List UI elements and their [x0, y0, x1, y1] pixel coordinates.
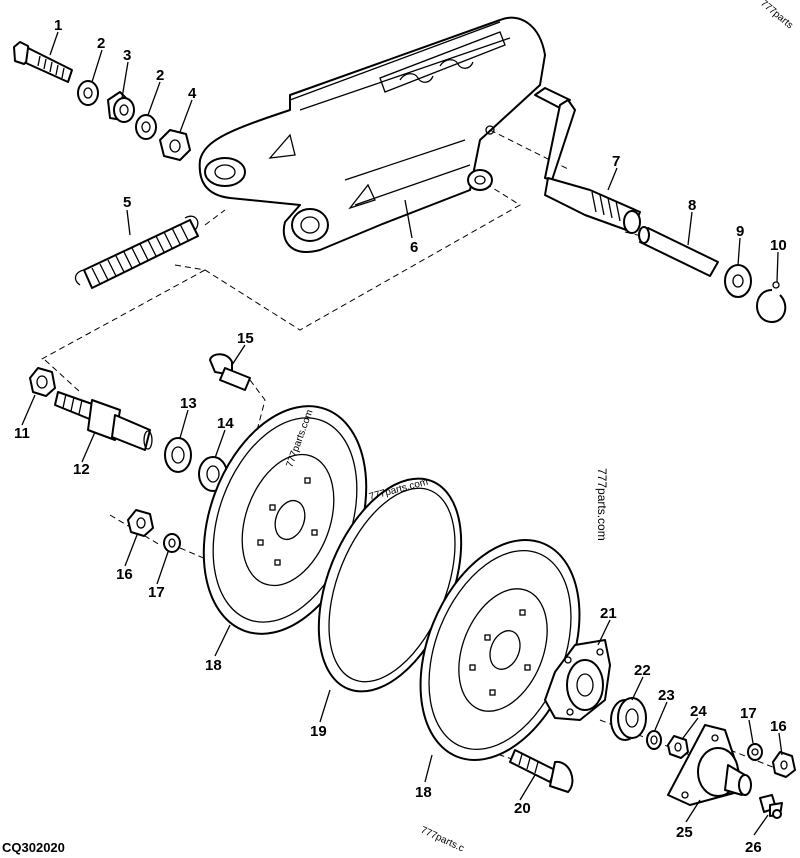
callout-3: 3 — [123, 47, 131, 64]
part-17-lockwasher — [163, 533, 181, 553]
callout-21: 21 — [600, 605, 617, 622]
part-8-pin — [638, 226, 719, 277]
callout-17b: 17 — [740, 705, 757, 722]
part-20-carriage-bolt — [509, 749, 574, 793]
figure-code: CQ302020 — [2, 840, 65, 855]
callout-26: 26 — [745, 839, 762, 856]
watermark-bottom: 777parts.c — [419, 825, 466, 855]
callout-14: 14 — [217, 415, 234, 432]
callout-12: 12 — [73, 461, 90, 478]
callout-7: 7 — [612, 153, 620, 170]
callout-11: 11 — [14, 425, 30, 442]
part-2-washer — [77, 80, 99, 106]
part-11-nut — [29, 367, 56, 397]
part-21-hub — [544, 639, 611, 721]
callout-20: 20 — [514, 800, 531, 817]
part-26-grease-fitting — [759, 794, 783, 819]
callout-13: 13 — [180, 395, 197, 412]
callout-6: 6 — [410, 239, 418, 256]
part-9-washer — [724, 264, 752, 298]
watermark-corner: 777parts — [758, 0, 795, 31]
part-24-nut — [667, 735, 689, 759]
callout-1: 1 — [54, 17, 62, 34]
callout-22: 22 — [634, 662, 651, 679]
part-16-nut-right — [772, 751, 796, 778]
callout-19: 19 — [310, 723, 327, 740]
part-1-bolt — [13, 41, 73, 83]
callout-labels: 1 2 3 2 4 5 6 7 8 9 10 11 12 13 14 15 16… — [14, 17, 787, 856]
callout-4: 4 — [188, 85, 197, 102]
callout-5: 5 — [123, 194, 131, 211]
part-2-washer-b — [135, 114, 157, 140]
part-17-lockwasher-right — [747, 743, 763, 761]
part-5-spring — [74, 215, 199, 289]
callout-23: 23 — [658, 687, 675, 704]
part-23-washer — [646, 730, 662, 750]
callout-18b: 18 — [415, 784, 432, 801]
callout-25: 25 — [676, 824, 693, 841]
callout-16b: 16 — [770, 718, 787, 735]
part-6-arm — [198, 16, 546, 253]
part-25-flange-cap — [667, 724, 752, 806]
callout-2b: 2 — [156, 67, 164, 84]
callout-9: 9 — [736, 223, 744, 240]
part-16-nut — [127, 509, 154, 537]
part-15-carriage-bolt — [209, 353, 251, 391]
callout-18: 18 — [205, 657, 222, 674]
part-7-handle — [534, 87, 641, 234]
callout-8: 8 — [688, 197, 696, 214]
part-13-seal — [164, 437, 192, 473]
part-3-spacer — [107, 91, 135, 123]
part-12-stud — [54, 391, 153, 451]
callout-15: 15 — [237, 330, 254, 347]
callout-16: 16 — [116, 566, 133, 583]
leader-lines — [21, 31, 783, 836]
part-18-disc-left — [202, 405, 368, 635]
part-10-snap-ring — [756, 281, 787, 323]
callout-10: 10 — [770, 237, 787, 254]
part-4-nut — [159, 129, 191, 161]
watermark-vertical: 777parts.com — [595, 468, 609, 541]
callout-17: 17 — [148, 584, 165, 601]
callout-24: 24 — [690, 703, 707, 720]
part-22-bearing — [610, 697, 647, 741]
callout-2: 2 — [97, 35, 105, 52]
